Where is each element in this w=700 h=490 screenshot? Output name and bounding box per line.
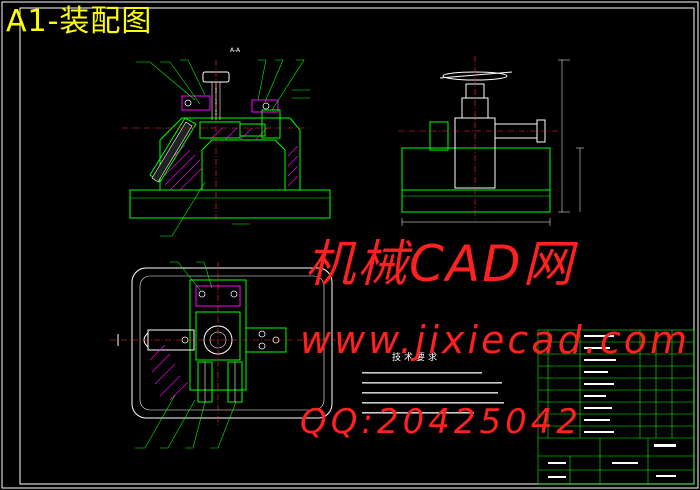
inner-frame	[19, 7, 695, 485]
title-block	[537, 329, 695, 485]
watermark-site-name: 机械CAD网	[305, 235, 575, 293]
watermark-url: www.jixiecad.com	[300, 318, 690, 362]
side-view	[398, 56, 584, 226]
section-a-a-label: A-A	[230, 47, 241, 54]
technical-notes-lines	[362, 372, 504, 414]
title-block-marks	[548, 335, 676, 478]
plan-view	[110, 261, 345, 449]
technical-requirements-heading: 技术要求	[392, 353, 441, 363]
drawing-title: A1-装配图	[6, 4, 153, 39]
watermark-qq: QQ:20425042	[300, 402, 583, 442]
front-section-view: A-A	[122, 47, 331, 237]
